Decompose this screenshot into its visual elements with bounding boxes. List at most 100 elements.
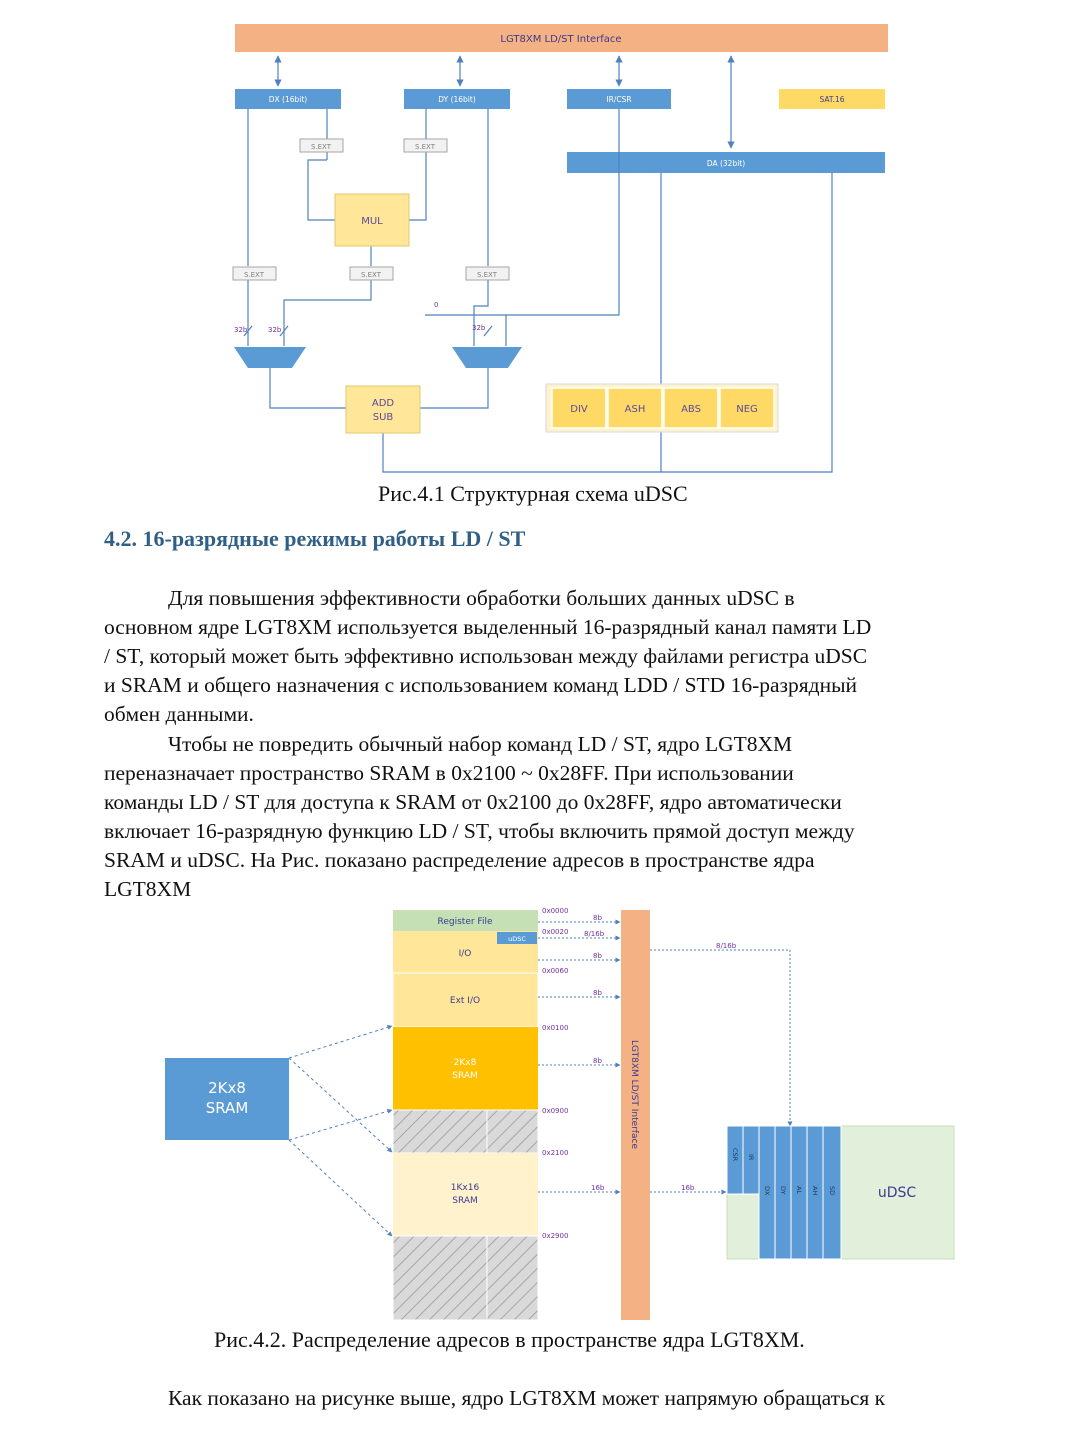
- sext-label: S.EXT: [311, 143, 332, 151]
- ldst-interface-label: LGT8XM LD/ST Interface: [500, 34, 621, 45]
- sram-1kx16-region: [393, 1153, 538, 1236]
- sat16-register-label: SAT.16: [819, 95, 844, 104]
- figure-4-2-caption: Рис.4.2. Распределение адресов в простра…: [214, 1327, 805, 1352]
- sram-1kx16-label-1: 1Kx16: [451, 1183, 480, 1193]
- text-line: основном ядре LGT8XM используется выделе…: [104, 615, 872, 639]
- bus-width-label: 8b: [593, 1057, 602, 1065]
- sext-box-dx-mul: [299, 138, 344, 153]
- left-mux: [234, 347, 306, 368]
- abs-label: ABS: [681, 404, 701, 415]
- ext-io-label: Ext I/O: [450, 996, 480, 1006]
- sext-label: S.EXT: [244, 271, 265, 279]
- udsc-reg-label: SD: [828, 1186, 836, 1195]
- address-label: 0x0100: [542, 1024, 568, 1032]
- physical-sram-label-2: SRAM: [206, 1099, 249, 1117]
- text-line: Для повышения эффективности обработки бо…: [168, 586, 795, 610]
- address-label: 0x0900: [542, 1107, 568, 1115]
- physical-sram-2kx8: [165, 1058, 289, 1140]
- sat16-register: [779, 89, 885, 109]
- address-label: 0x0060: [542, 967, 568, 975]
- text-line: обмен данными.: [104, 702, 254, 726]
- width-label-32b: 32b: [234, 326, 248, 334]
- sub-label: SUB: [373, 412, 394, 423]
- sext-box-dx: [232, 266, 277, 281]
- io-label: I/O: [459, 949, 472, 959]
- sram-1kx16-label-2: SRAM: [452, 1196, 478, 1206]
- ldst-interface-bar: [235, 24, 888, 52]
- bus-width-label: 16b: [591, 1184, 605, 1192]
- text-line: включает 16-разрядную функцию LD / ST, ч…: [104, 819, 855, 843]
- bus-width-label: 8b: [593, 989, 602, 997]
- dy-register-label: DY (16bit): [438, 95, 476, 104]
- bus-width-label: 8b: [593, 914, 602, 922]
- ext-io-region: [392, 972, 539, 1028]
- text-line: и SRAM и общего назначения с использован…: [104, 673, 858, 697]
- text-line: команды LD / ST для доступа к SRAM от 0x…: [104, 790, 842, 814]
- udsc-reg-label: CSR: [731, 1148, 739, 1162]
- right-mux: [452, 347, 522, 368]
- ldst-interface-vertical-label: LGT8XM LD/ST Interface: [629, 1040, 639, 1149]
- sext-box-dy: [465, 266, 510, 281]
- sext-label: S.EXT: [361, 271, 382, 279]
- reserved-region-1: [392, 1109, 539, 1154]
- sram-2kx8-region: [393, 1027, 538, 1110]
- udsc-small-label: uDSC: [508, 935, 526, 943]
- sext-label: S.EXT: [477, 271, 498, 279]
- address-label: 0x2100: [542, 1149, 568, 1157]
- closing-text-line: Как показано на рисунке выше, ядро LGT8X…: [168, 1384, 885, 1413]
- mul-label: MUL: [361, 216, 383, 227]
- udsc-reg-label: IR: [747, 1154, 755, 1161]
- figure-4-1-caption: Рис.4.1 Структурная схема uDSC: [378, 481, 688, 506]
- da-register: [567, 152, 885, 173]
- sram-2kx8-label-2: SRAM: [452, 1071, 478, 1081]
- mul-block: [334, 193, 410, 247]
- udsc-bus-arrow: [650, 949, 793, 1127]
- div-block: [551, 387, 607, 429]
- text-line: / ST, который может быть эффективно испо…: [104, 644, 868, 668]
- paragraph-1: Для повышения эффективности обработки бо…: [104, 584, 1044, 729]
- neg-block: [719, 387, 775, 429]
- udsc-reg-label: DY: [779, 1186, 787, 1195]
- paragraph-2: Чтобы не повредить обычный набор команд …: [104, 730, 1044, 904]
- udsc-label: uDSC: [878, 1185, 917, 1201]
- register-file-region: [393, 910, 538, 931]
- ir-csr-register: [567, 89, 671, 109]
- width-label-32b: 32b: [472, 324, 486, 332]
- address-label: 0x0000: [542, 907, 568, 915]
- text-line: Чтобы не повредить обычный набор команд …: [168, 732, 793, 756]
- dx-register-label: DX (16bit): [269, 95, 308, 104]
- figure-4-2-address-map: Register File uDSC I/O Ext I/O 2Kx8 SRAM…: [165, 907, 955, 1321]
- reserved-region-2: [392, 1235, 539, 1321]
- udsc-reg-label: AH: [811, 1186, 819, 1195]
- bus-width-label: 8/16b: [716, 942, 737, 950]
- div-label: DIV: [570, 404, 588, 415]
- address-label: 0x2900: [542, 1232, 568, 1240]
- section-heading: 4.2. 16-разрядные режимы работы LD / ST: [104, 526, 526, 551]
- text-line: переназначает пространство SRAM в 0x2100…: [104, 761, 794, 785]
- zero-input-label: 0: [434, 301, 438, 309]
- udsc-reg-label: DX: [763, 1186, 771, 1196]
- udsc-mapped-region: [497, 932, 537, 944]
- sext-box-mul: [349, 266, 394, 281]
- text-line: Как показано на рисунке выше, ядро LGT8X…: [168, 1386, 886, 1410]
- ash-label: ASH: [625, 404, 646, 415]
- address-label: 0x0020: [542, 928, 568, 936]
- text-line: LGT8XM: [104, 877, 192, 901]
- sext-label: S.EXT: [415, 143, 436, 151]
- register-file-label: Register File: [438, 917, 493, 927]
- bus-width-label: 16b: [681, 1184, 695, 1192]
- udsc-reg-label: AL: [795, 1186, 803, 1194]
- width-label-32b: 32b: [268, 326, 282, 334]
- physical-sram-label-1: 2Kx8: [208, 1079, 246, 1097]
- add-label: ADD: [372, 398, 395, 409]
- dy-register: [404, 89, 510, 109]
- sext-box-dy-mul: [403, 138, 448, 153]
- da-register-label: DA (32bit): [707, 159, 745, 168]
- ir-csr-register-label: IR/CSR: [606, 95, 631, 104]
- neg-label: NEG: [736, 404, 758, 415]
- figure-4-1-udsc-block-diagram: LGT8XM LD/ST Interface DX (16bit) DY (16…: [232, 24, 888, 473]
- udsc-reg-sd: [822, 1125, 842, 1260]
- bus-width-label: 8b: [593, 952, 602, 960]
- ash-block: [607, 387, 663, 429]
- sram-2kx8-label-1: 2Kx8: [454, 1058, 477, 1068]
